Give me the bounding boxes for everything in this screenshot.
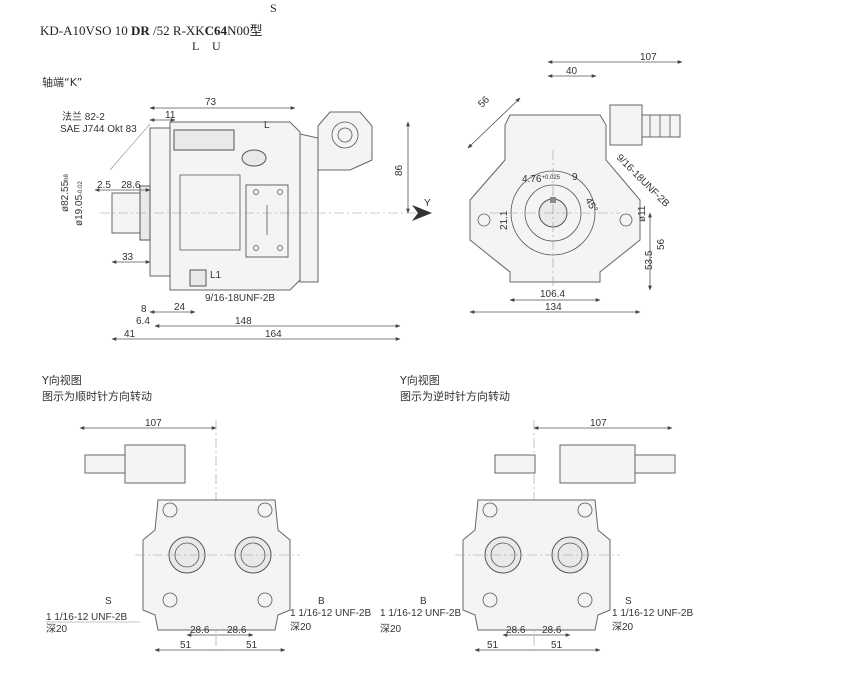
dim-dia-19: ø19.05-0.02 xyxy=(74,181,85,226)
y2-port-b xyxy=(484,536,522,574)
dim-73: 73 xyxy=(205,97,217,108)
y1-right-thread: 1 1/16-12 UNF-2B xyxy=(290,608,371,619)
y2-dim-107: 107 xyxy=(590,418,607,429)
dim-164: 164 xyxy=(265,329,282,340)
y2-right-thread: 1 1/16-12 UNF-2B xyxy=(612,608,693,619)
dim-6-4: 6.4 xyxy=(136,316,150,327)
dim-11: 11 xyxy=(165,110,176,121)
y1-dim-a: 28.6 xyxy=(190,625,210,636)
model-code-text: KD-A10VSO 10 DR /52 R-XKC64N00型 xyxy=(40,23,262,38)
dim-28-6: 28.6 xyxy=(121,180,141,191)
y2-dim-a: 28.6 xyxy=(506,625,526,636)
y1-left-thread: 1 1/16-12 UNF-2B xyxy=(46,612,127,623)
dim-24: 24 xyxy=(174,302,186,313)
title-option-l: L xyxy=(192,39,199,53)
y1-port-s xyxy=(168,536,206,574)
y-view-cw-caption: 图示为顺时针方向转动 xyxy=(42,389,152,403)
fv-dim-40: 40 xyxy=(566,66,578,77)
fv-dim-53-5: 53.5 xyxy=(644,250,655,270)
y1-port-b-label: B xyxy=(318,596,325,607)
dim-dia-82: ø82.55h8 xyxy=(60,174,71,212)
fv-dim-56: 56 xyxy=(476,94,492,110)
y2-port-b-label: B xyxy=(420,596,427,607)
y1-dim-c: 51 xyxy=(180,640,192,651)
y1-left-depth: 深20 xyxy=(46,623,68,635)
side-view: 轴端“K” 法兰 82-2 SAE J744 Okt 83 L L1 9/16-… xyxy=(42,75,432,341)
dim-86: 86 xyxy=(394,164,405,176)
fv-dim-107: 107 xyxy=(640,52,657,63)
fv-dim-4-76: 4.76+0.025 xyxy=(522,174,561,185)
dim-148: 148 xyxy=(235,316,252,327)
y2-left-thread: 1 1/16-12 UNF-2B xyxy=(380,608,461,619)
fv-dim-134: 134 xyxy=(545,302,562,313)
y1-dim-b: 28.6 xyxy=(227,625,247,636)
view-arrow-label: Y xyxy=(424,198,431,209)
mounting-flange xyxy=(149,127,171,277)
y1-body xyxy=(142,499,291,631)
y2-right-depth: 深20 xyxy=(612,621,634,633)
dim-2-5: 2.5 xyxy=(97,180,111,191)
y2-dim-b: 28.6 xyxy=(542,625,562,636)
y2-dim-c: 51 xyxy=(487,640,499,651)
front-view: 107 40 56 4.76+0.025 9 45° 21.1 9/16-18U… xyxy=(467,52,683,314)
y1-dim-107: 107 xyxy=(145,418,162,429)
y-view-cw-heading: Y向视图 xyxy=(41,373,82,387)
fv-dim-56-v: 56 xyxy=(656,238,667,250)
fv-compensator xyxy=(609,104,643,146)
flange-label: 法兰 82-2 xyxy=(62,110,105,123)
y1-dim-d: 51 xyxy=(246,640,258,651)
port-l1-label: L1 xyxy=(210,270,222,281)
y1-compensator xyxy=(124,444,186,484)
y-view-ccw-heading: Y向视图 xyxy=(399,373,440,387)
fv-dim-21-1: 21.1 xyxy=(499,210,510,230)
dim-33: 33 xyxy=(122,252,134,263)
model-code: S KD-A10VSO 10 DR /52 R-XKC64N00型 L U xyxy=(40,1,277,53)
fv-dim-dia-11: ø11 xyxy=(637,205,648,222)
compensator xyxy=(317,111,373,171)
end-cover xyxy=(299,133,319,283)
dim-41: 41 xyxy=(124,329,136,340)
drain-thread: 9/16-18UNF-2B xyxy=(205,293,275,304)
y1-right-depth: 深20 xyxy=(290,621,312,633)
y2-compensator xyxy=(559,444,636,484)
port-l-label: L xyxy=(264,120,270,131)
shaft-end-heading: 轴端“K” xyxy=(42,75,82,89)
y2-port-s-label: S xyxy=(625,596,632,607)
sae-label: SAE J744 Okt 83 xyxy=(60,124,137,135)
y1-port-s-label: S xyxy=(105,596,112,607)
title-option-s: S xyxy=(270,1,277,15)
fv-dim-106-4: 106.4 xyxy=(540,289,565,300)
port-l xyxy=(241,149,267,167)
dim-8: 8 xyxy=(141,304,147,315)
y-view-cw: Y向视图 图示为顺时针方向转动 107 S 1 1/16-12 UNF-2B 深… xyxy=(41,373,371,652)
title-option-u: U xyxy=(212,39,221,53)
port-l1 xyxy=(189,269,207,287)
y-view-ccw: Y向视图 图示为逆时针方向转动 107 B 1 1/16-12 UNF-2B 深… xyxy=(380,373,693,652)
y2-dim-d: 51 xyxy=(551,640,563,651)
y2-body xyxy=(462,499,611,631)
y-view-ccw-caption: 图示为逆时针方向转动 xyxy=(400,389,510,403)
view-arrow-y xyxy=(412,205,432,221)
fv-dim-9: 9 xyxy=(572,172,578,183)
y2-left-depth: 深20 xyxy=(380,623,402,635)
